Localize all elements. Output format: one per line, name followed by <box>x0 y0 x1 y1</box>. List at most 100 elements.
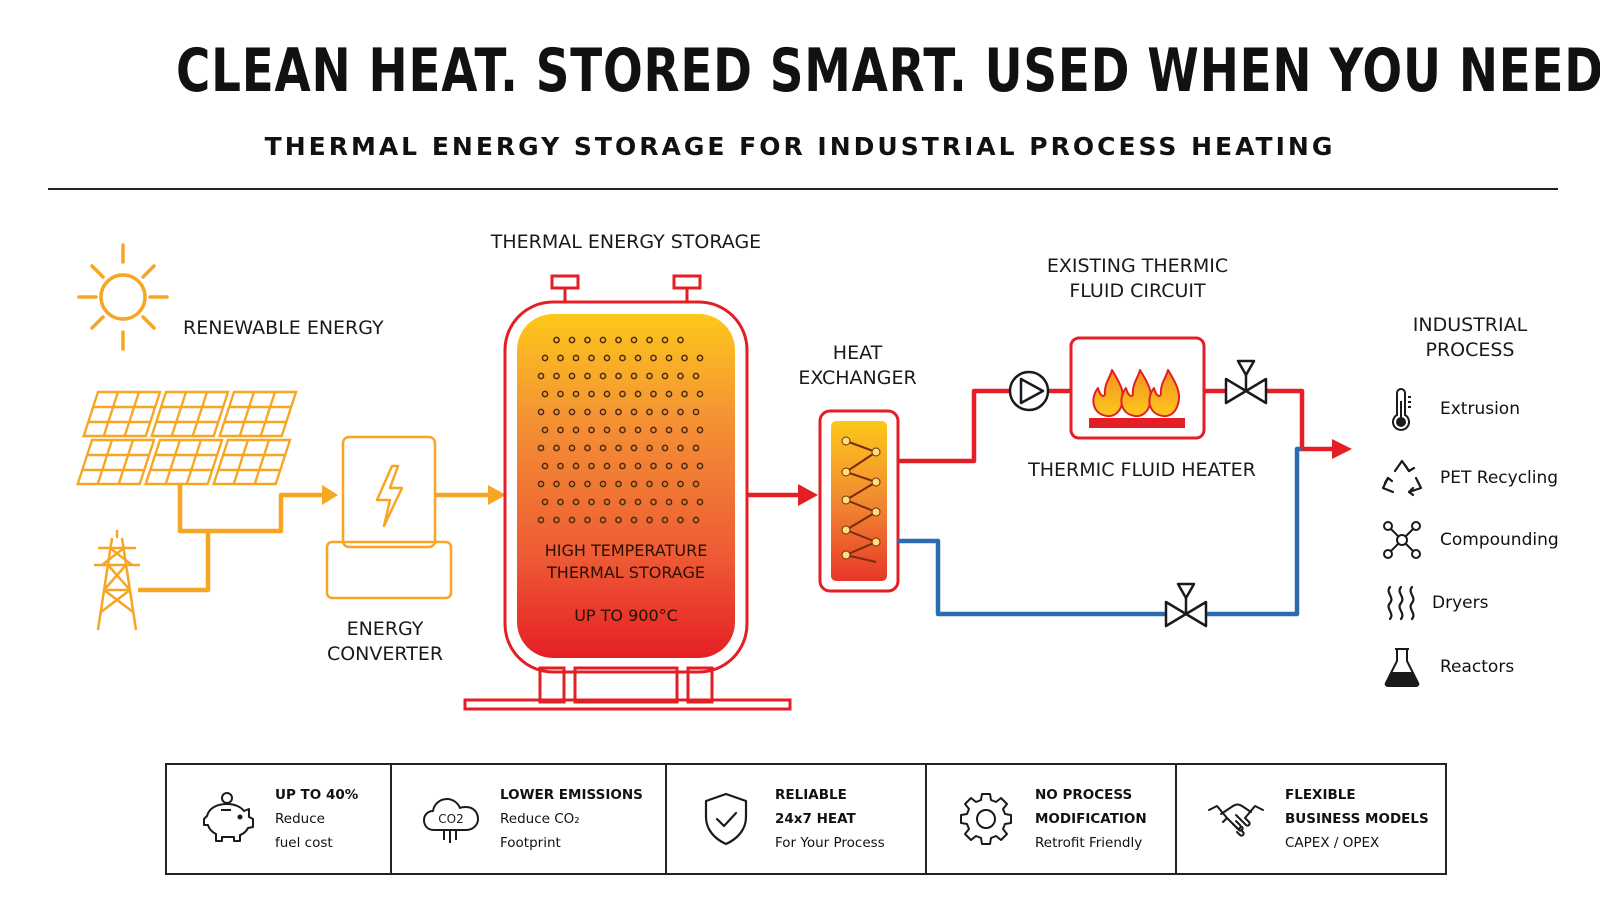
pellet <box>541 498 549 506</box>
pellet <box>603 354 611 362</box>
solar-panels-icon <box>76 390 298 486</box>
pellet <box>572 498 580 506</box>
pellet <box>603 390 611 398</box>
pellet <box>584 372 591 380</box>
pellet <box>681 498 688 506</box>
pellet <box>568 480 576 488</box>
heat-exchanger-label-line2: EXCHANGER <box>798 367 917 389</box>
pellet <box>677 408 684 416</box>
pellet <box>572 354 580 362</box>
pellet <box>537 516 545 524</box>
pellet <box>553 336 560 344</box>
benefit-emissions: CO2 LOWER EMISSIONS Reduce CO₂ Footprint <box>392 765 667 873</box>
pellet <box>692 480 700 488</box>
benefit-heading: RELIABLE <box>775 787 847 803</box>
pellet <box>692 372 700 380</box>
process-item-extrusion: Extrusion <box>1380 387 1595 431</box>
piggy-bank-icon <box>203 792 254 842</box>
pellet <box>677 516 684 524</box>
pellet <box>572 462 580 470</box>
pellet <box>537 444 545 452</box>
storage-temperature-label: UP TO 900°C <box>574 606 678 625</box>
pellet <box>619 498 626 506</box>
recycle-icon <box>1381 459 1423 497</box>
benefit-heading: UP TO 40% <box>275 787 359 803</box>
renewable-energy-label: RENEWABLE ENERGY <box>183 317 384 339</box>
pellet <box>572 426 580 434</box>
pellet <box>568 516 576 524</box>
flask-icon <box>1384 648 1420 687</box>
pellet <box>599 372 607 380</box>
pellet <box>681 462 688 470</box>
arrow-to-storage <box>488 485 506 505</box>
handshake-icon <box>1208 803 1264 837</box>
process-item-dryers: Dryers <box>1380 581 1595 625</box>
pellet <box>634 354 642 362</box>
pellet <box>553 408 560 416</box>
pellet <box>584 408 591 416</box>
benefit-line: fuel cost <box>275 835 333 851</box>
storage-media-pellets <box>537 336 704 524</box>
pellet <box>615 336 622 344</box>
pellet <box>615 372 622 380</box>
pellet <box>634 498 642 506</box>
heat-exchanger <box>818 409 900 593</box>
pellet <box>541 462 549 470</box>
pellet <box>619 462 626 470</box>
benefit-fuel-cost: UP TO 40% Reduce fuel cost <box>167 765 392 873</box>
industrial-process-title-line2: PROCESS <box>1425 339 1515 361</box>
pellet <box>615 408 622 416</box>
benefit-line: For Your Process <box>775 835 885 851</box>
pellet <box>541 426 549 434</box>
process-label: Reactors <box>1440 657 1515 677</box>
pellet <box>646 372 653 380</box>
energy-converter-label-line1: ENERGY <box>346 618 424 640</box>
arrow-to-process <box>1332 439 1352 459</box>
heat-exchanger-label-line1: HEAT <box>832 342 883 364</box>
pellet <box>553 372 560 380</box>
return-line <box>898 446 1302 617</box>
pellet <box>619 426 626 434</box>
pellet <box>572 390 580 398</box>
pellet <box>677 336 684 344</box>
pellet <box>615 480 622 488</box>
pellet <box>692 444 700 452</box>
gear-icon <box>960 793 1012 845</box>
industrial-process-title-line1: INDUSTRIAL <box>1412 314 1528 336</box>
benefit-heading: NO PROCESS <box>1035 787 1133 803</box>
pellet <box>681 354 688 362</box>
benefit-reliability: RELIABLE 24x7 HEAT For Your Process <box>667 765 927 873</box>
energy-converter-icon <box>325 435 453 600</box>
storage-inner-label-line2: THERMAL STORAGE <box>547 563 705 582</box>
pellet <box>661 372 669 380</box>
pellet <box>696 426 704 434</box>
pellet <box>696 390 704 398</box>
pellet <box>630 480 638 488</box>
benefit-line: CAPEX / OPEX <box>1285 835 1380 851</box>
valve-icon-supply <box>1224 359 1268 405</box>
pellet <box>588 498 595 506</box>
pellet <box>665 354 673 362</box>
flames-icon <box>1092 369 1180 418</box>
pellet <box>630 372 638 380</box>
pellet <box>630 336 638 344</box>
pellet <box>588 426 595 434</box>
pellet <box>665 426 673 434</box>
pellet <box>603 462 611 470</box>
pellet <box>630 408 638 416</box>
pellet <box>650 498 657 506</box>
sun-icon <box>77 243 169 351</box>
thermic-fluid-heater-label: THERMIC FLUID HEATER <box>1028 459 1256 481</box>
pellet <box>634 426 642 434</box>
pellet <box>599 516 607 524</box>
svg-text:CO2: CO2 <box>438 812 463 826</box>
process-label: Dryers <box>1432 593 1489 613</box>
pellet <box>603 498 611 506</box>
pellet <box>588 390 595 398</box>
pellet <box>557 498 564 506</box>
pellet <box>584 480 591 488</box>
pellet <box>584 516 591 524</box>
pellet <box>661 480 669 488</box>
pellet <box>541 354 549 362</box>
